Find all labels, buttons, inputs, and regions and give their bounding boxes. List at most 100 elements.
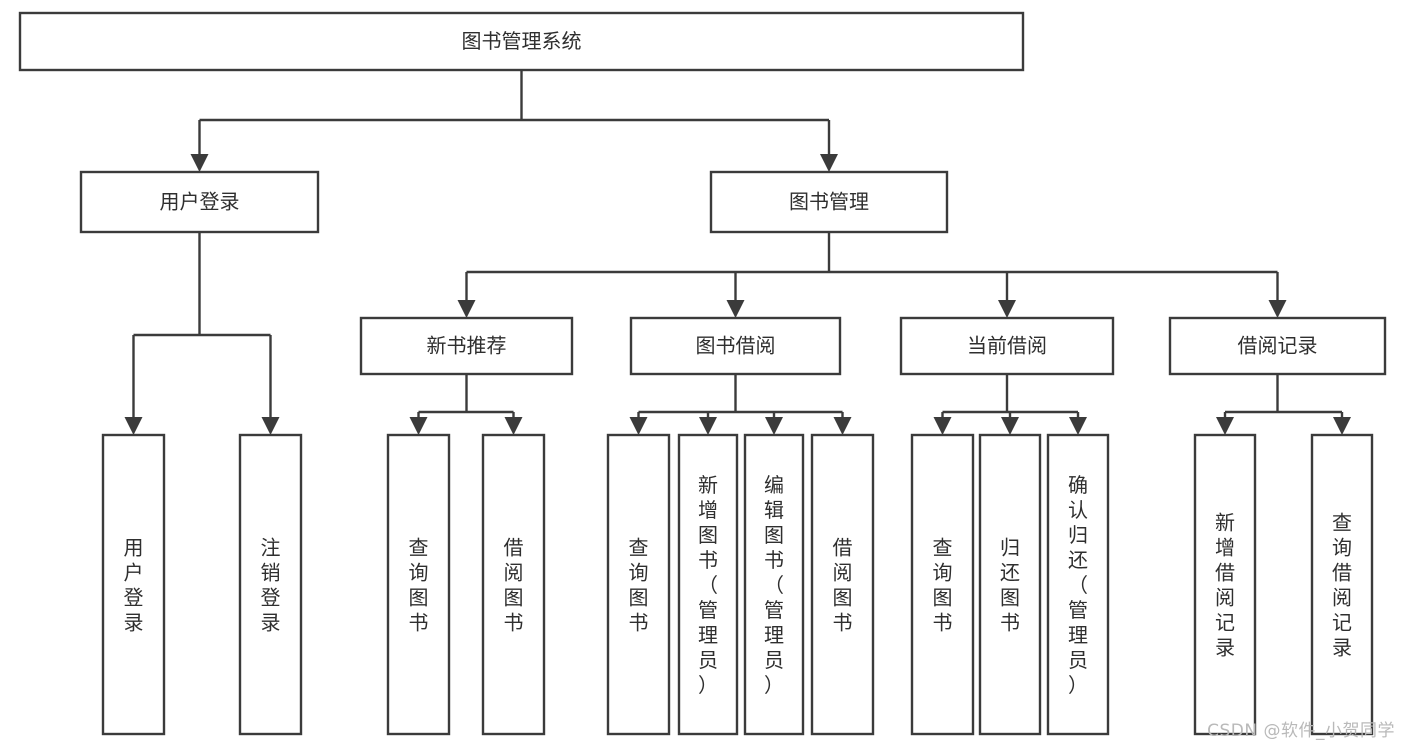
- node-新书推荐[interactable]: 新书推荐: [359, 316, 574, 376]
- node-label-vertical: 归还图书: [1000, 536, 1020, 635]
- arrow-to-借阅记录: [1268, 300, 1287, 318]
- node-box: [101, 433, 166, 736]
- node-图书管理[interactable]: 图书管理: [709, 170, 949, 234]
- label-char: 还: [1000, 561, 1020, 585]
- node-图书借阅[interactable]: 图书借阅: [629, 316, 842, 376]
- label-char: ）: [1068, 673, 1088, 697]
- label-char: 查: [409, 536, 429, 560]
- label-char: 登: [124, 586, 144, 610]
- node-借阅记录[interactable]: 借阅记录: [1168, 316, 1387, 376]
- node-label-vertical: 借阅图书: [504, 536, 524, 635]
- label-char: 书: [1000, 611, 1020, 635]
- node-box: [1168, 316, 1387, 376]
- node-label-vertical: 查询借阅记录: [1332, 511, 1352, 660]
- label-char: 确: [1068, 473, 1088, 497]
- label-char: 书: [764, 548, 784, 572]
- label-char: 图: [833, 586, 853, 610]
- node-box: [677, 433, 739, 736]
- label-char: 询: [409, 561, 429, 585]
- label-char: 记: [1332, 611, 1352, 635]
- label-char: 询: [933, 561, 953, 585]
- node-编辑图书管理员-leaf[interactable]: 编辑图书（管理员）: [743, 433, 805, 736]
- arrow-to-新增图书管理员: [699, 417, 717, 435]
- arrow-to-归还图书: [1001, 417, 1019, 435]
- node-label-vertical: 查询图书: [933, 536, 953, 635]
- arrow-to-查询借阅记录: [1333, 417, 1351, 435]
- node-label-vertical: 编辑图书（管理员）: [764, 473, 784, 697]
- label-char: 员: [698, 648, 718, 672]
- label-char: 书: [409, 611, 429, 635]
- label-char: 管: [1068, 598, 1088, 622]
- node-box: [606, 433, 671, 736]
- node-label: 图书借阅: [696, 334, 776, 358]
- label-char: 书: [698, 548, 718, 572]
- node-归还图书-leaf[interactable]: 归还图书: [978, 433, 1042, 736]
- label-char: 书: [629, 611, 649, 635]
- label-char: ）: [764, 673, 784, 697]
- label-char: 阅: [833, 561, 853, 585]
- label-char: 户: [124, 561, 144, 585]
- arrow-to-借阅图书: [833, 417, 852, 435]
- node-用户登录[interactable]: 用户登录: [79, 170, 320, 234]
- node-注销登录-leaf[interactable]: 注销登录: [238, 433, 303, 736]
- arrow-to-注销登录: [261, 417, 280, 435]
- node-新增借阅记录-leaf[interactable]: 新增借阅记录: [1193, 433, 1257, 736]
- label-char: 编: [764, 473, 784, 497]
- node-label-vertical: 确认归还（管理员）: [1068, 473, 1088, 697]
- node-label: 图书管理: [789, 190, 869, 214]
- arrow-to-借阅图书: [504, 417, 523, 435]
- node-借阅图书-leaf[interactable]: 借阅图书: [481, 433, 546, 736]
- node-label-vertical: 新增图书（管理员）: [698, 473, 718, 697]
- node-label: 用户登录: [160, 190, 240, 214]
- arrow-to-图书管理: [820, 154, 838, 172]
- node-查询图书-leaf[interactable]: 查询图书: [910, 433, 975, 736]
- node-box: [79, 170, 320, 234]
- node-查询图书-leaf[interactable]: 查询图书: [606, 433, 671, 736]
- node-新增图书管理员-leaf[interactable]: 新增图书（管理员）: [677, 433, 739, 736]
- label-char: 员: [1068, 648, 1088, 672]
- label-char: 书: [833, 611, 853, 635]
- node-用户登录-leaf[interactable]: 用户登录: [101, 433, 166, 736]
- label-char: （: [764, 573, 784, 597]
- node-label: 新书推荐: [427, 334, 507, 358]
- label-char: 员: [764, 648, 784, 672]
- node-box: [359, 316, 574, 376]
- label-char: 辑: [764, 498, 784, 522]
- label-char: 新: [1215, 511, 1235, 535]
- label-char: 增: [1215, 536, 1235, 560]
- label-char: 书: [504, 611, 524, 635]
- node-借阅图书-leaf[interactable]: 借阅图书: [810, 433, 875, 736]
- label-char: 登: [261, 586, 281, 610]
- label-char: 归: [1000, 536, 1020, 560]
- arrow-to-查询图书: [409, 417, 428, 435]
- label-char: 录: [1215, 636, 1235, 660]
- node-查询借阅记录-leaf[interactable]: 查询借阅记录: [1310, 433, 1374, 736]
- node-label-vertical: 查询图书: [629, 536, 649, 635]
- node-确认归还管理员-leaf[interactable]: 确认归还（管理员）: [1046, 433, 1110, 736]
- label-char: 阅: [1215, 586, 1235, 610]
- node-图书管理系统[interactable]: 图书管理系统: [18, 11, 1025, 72]
- label-char: ）: [698, 673, 718, 697]
- label-char: 图: [764, 523, 784, 547]
- label-char: 阅: [1332, 586, 1352, 610]
- node-当前借阅[interactable]: 当前借阅: [899, 316, 1115, 376]
- node-label-vertical: 借阅图书: [833, 536, 853, 635]
- label-char: 借: [1215, 561, 1235, 585]
- label-char: 用: [124, 536, 144, 560]
- node-label-vertical: 新增借阅记录: [1215, 511, 1235, 660]
- label-char: 增: [698, 498, 718, 522]
- arrow-to-查询图书: [629, 417, 648, 435]
- label-char: 录: [124, 611, 144, 635]
- label-char: 管: [698, 598, 718, 622]
- arrow-to-新书推荐: [457, 300, 476, 318]
- label-char: 借: [833, 536, 853, 560]
- label-char: 归: [1068, 523, 1088, 547]
- label-char: 查: [629, 536, 649, 560]
- node-box: [743, 433, 805, 736]
- node-查询图书-leaf[interactable]: 查询图书: [386, 433, 451, 736]
- label-char: 借: [504, 536, 524, 560]
- node-box: [978, 433, 1042, 736]
- node-box: [629, 316, 842, 376]
- node-box: [238, 433, 303, 736]
